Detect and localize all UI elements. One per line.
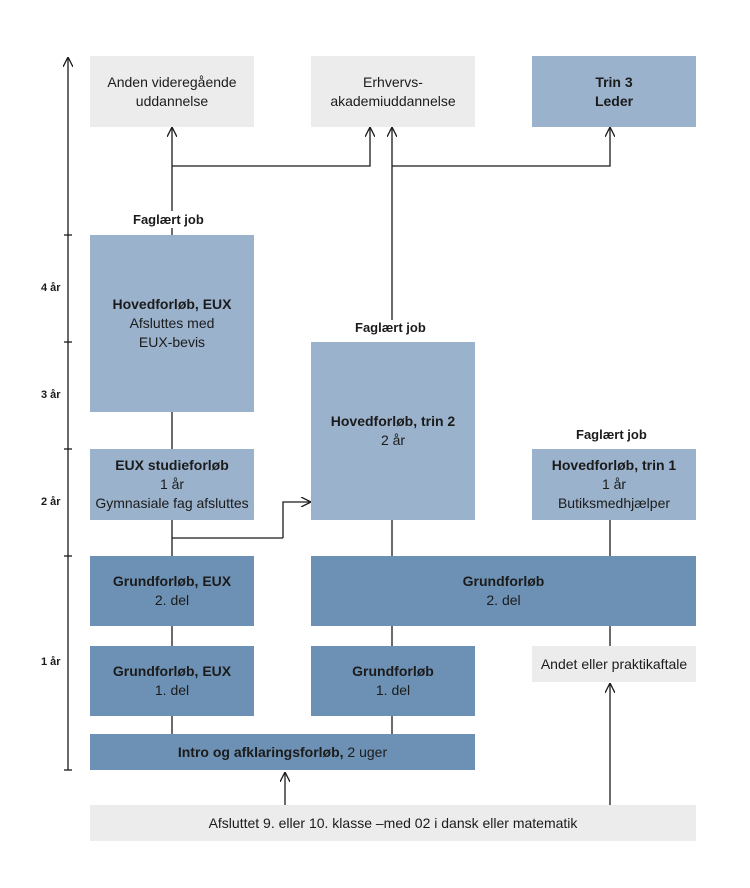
box-anden-videregaaende: Anden videregående uddannelse: [90, 56, 254, 127]
eux-studie-line2: Gymnasiale fag afsluttes: [95, 495, 249, 511]
trin3-line1: Trin 3: [595, 73, 633, 90]
anden-line2: uddannelse: [135, 92, 209, 109]
andet-line1: Andet eller praktikaftale: [540, 655, 688, 672]
box-intro-afklaringsforloeb: Intro og afklaringsforløb, 2 uger: [90, 734, 475, 770]
hoved-eux-line1: Afsluttes med: [129, 315, 215, 331]
anden-line1: Anden videregående: [107, 73, 237, 90]
box-grundforloeb-eux-1: Grundforløb, EUX 1. del: [90, 646, 254, 716]
year-label-1: 1 år: [41, 656, 61, 668]
faglaert-job-label-left: Faglært job: [133, 212, 204, 227]
eux-studie-title: EUX studieforløb: [115, 457, 229, 473]
grund-eux1-line1: 1. del: [154, 682, 190, 698]
box-andet-praktikaftale: Andet eller praktikaftale: [532, 646, 696, 682]
box-grundforloeb-2: Grundforløb 2. del: [311, 556, 696, 626]
box-hovedforloeb-trin2: Hovedforløb, trin 2 2 år: [311, 342, 475, 520]
grund-eux2-title: Grundforløb, EUX: [112, 573, 232, 589]
faglaert-job-label-middle: Faglært job: [355, 320, 426, 335]
hoved-eux-title: Hovedforløb, EUX: [112, 296, 232, 312]
grund2-line1: 2. del: [486, 592, 521, 608]
hoved-trin1-title: Hovedforløb, trin 1: [551, 457, 677, 473]
box-grundforloeb-1: Grundforløb 1. del: [311, 646, 475, 716]
box-afsluttet-klasse: Afsluttet 9. eller 10. klasse –med 02 i …: [90, 805, 696, 841]
hoved-eux-line2: EUX-bevis: [138, 334, 206, 350]
box-eux-studieforloeb: EUX studieforløb 1 år Gymnasiale fag afs…: [90, 449, 254, 520]
box-trin3-leder: Trin 3 Leder: [532, 56, 696, 127]
hoved-trin2-line1: 2 år: [380, 432, 406, 448]
box-erhvervsakademi: Erhvervs- akademiuddannelse: [311, 56, 475, 127]
grund2-title: Grundforløb: [462, 573, 545, 589]
intro-rest: 2 uger: [343, 743, 388, 760]
hoved-trin1-line1: 1 år: [601, 476, 627, 492]
grund-eux1-title: Grundforløb, EUX: [112, 663, 232, 679]
box-hovedforloeb-trin1: Hovedforløb, trin 1 1 år Butiksmedhjælpe…: [532, 449, 696, 520]
afsluttet-line1: Afsluttet 9. eller 10. klasse –med 02 i …: [208, 814, 578, 831]
eux-studie-line1: 1 år: [159, 476, 185, 492]
grund1-line1: 1. del: [375, 682, 411, 698]
grund1-title: Grundforløb: [352, 663, 434, 679]
box-grundforloeb-eux-2: Grundforløb, EUX 2. del: [90, 556, 254, 626]
erhverv-line1: Erhvervs-: [363, 73, 423, 90]
hoved-trin1-line2: Butiksmedhjælper: [557, 495, 671, 511]
grund-eux2-line1: 2. del: [154, 592, 190, 608]
hoved-trin2-title: Hovedforløb, trin 2: [330, 413, 456, 429]
erhverv-line2: akademiuddannelse: [330, 92, 456, 109]
intro-bold: Intro og afklaringsforløb,: [177, 743, 344, 760]
trin3-line2: Leder: [594, 92, 634, 109]
box-hovedforloeb-eux: Hovedforløb, EUX Afsluttes med EUX-bevis: [90, 235, 254, 412]
year-label-3: 3 år: [41, 389, 61, 401]
year-label-4: 4 år: [41, 282, 61, 294]
year-label-2: 2 år: [41, 496, 61, 508]
faglaert-job-label-right: Faglært job: [576, 427, 647, 442]
